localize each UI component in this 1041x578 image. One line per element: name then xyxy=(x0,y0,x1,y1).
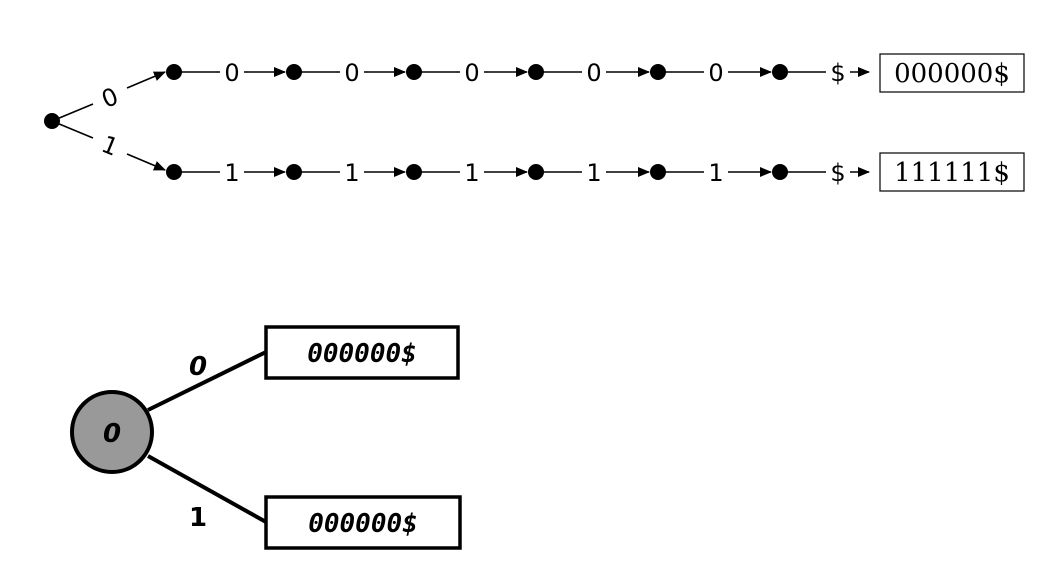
trie-chain-0: 0 0 0 0 0 $ xyxy=(166,59,870,87)
uncompressed-trie: 0 1 0 0 0 0 0 $ 1 1 1 1 1 $ 000000$ 111111$ xyxy=(44,53,1025,192)
compressed-root-node xyxy=(70,390,154,474)
trie-root-edge-0-arrow xyxy=(126,71,166,89)
compressed-root-label: 0 xyxy=(103,419,121,449)
trie-root-edge-0 xyxy=(51,103,94,122)
compressed-edge-1 xyxy=(147,454,267,524)
trie-leaf-box-1 xyxy=(879,152,1025,192)
trie-edge-label: 0 xyxy=(344,59,359,87)
compressed-leaf-label-0: 000000$ xyxy=(307,339,417,369)
trie-chain-1: 1 1 1 1 1 $ xyxy=(166,159,870,187)
trie-leaf-box-0 xyxy=(879,53,1025,93)
trie-root-edge-0-label: 0 xyxy=(98,82,123,114)
compressed-tree: 0 0 1 000000$ 000000$ xyxy=(70,325,462,550)
trie-edge-label: 1 xyxy=(464,159,479,187)
compressed-leaf-label-1: 000000$ xyxy=(308,509,418,539)
trie-edge-label: 1 xyxy=(224,159,239,187)
trie-edge-label: 1 xyxy=(708,159,723,187)
trie-edge-label: 0 xyxy=(464,59,479,87)
trie-edge-label: 1 xyxy=(586,159,601,187)
trie-edge-label: 1 xyxy=(344,159,359,187)
compressed-edge-0-label: 0 xyxy=(189,352,207,382)
compressed-leaf-box-0 xyxy=(264,325,460,380)
trie-edge-label: 0 xyxy=(224,59,239,87)
compressed-edge-1-label: 1 xyxy=(189,503,207,533)
compressed-leaf-box-1 xyxy=(264,495,462,550)
trie-root-edge-1-arrow xyxy=(126,153,166,171)
trie-leaf-label-1: 111111$ xyxy=(894,158,1010,188)
trie-leaf-label-0: 000000$ xyxy=(894,59,1010,89)
trie-root-edge-1 xyxy=(51,120,94,139)
trie-root-edge-1-label: 1 xyxy=(98,130,123,162)
trie-edge-label: 0 xyxy=(586,59,601,87)
compressed-edge-0 xyxy=(147,350,267,412)
trie-edge-label: 0 xyxy=(708,59,723,87)
trie-edge-label: $ xyxy=(830,59,845,87)
trie-edge-label: $ xyxy=(830,159,845,187)
